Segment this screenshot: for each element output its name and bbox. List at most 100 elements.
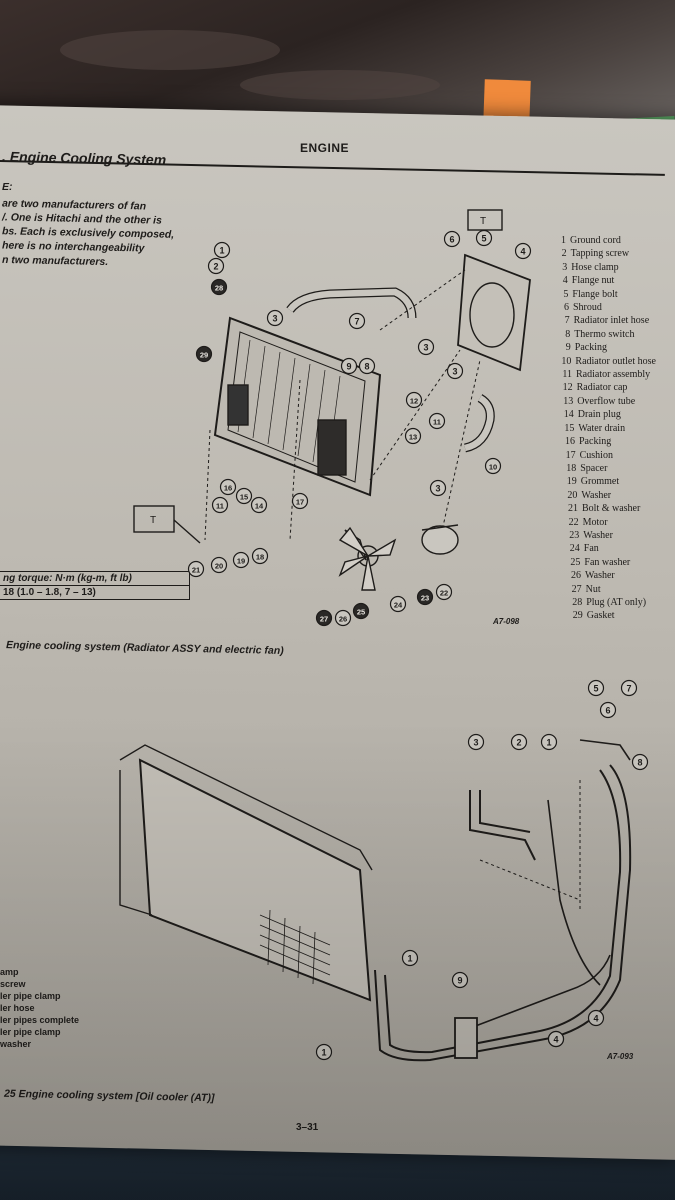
- part-name: Packing: [579, 436, 612, 448]
- callout-3: 3: [266, 309, 284, 327]
- callout-11: 11: [428, 412, 446, 430]
- figure-oil-cooler: [119, 739, 632, 1062]
- callout-24: 24: [389, 595, 407, 613]
- svg-text:16: 16: [224, 483, 232, 492]
- part-name: Tapping screw: [570, 248, 630, 260]
- svg-text:3: 3: [435, 483, 440, 493]
- callout-8: 8: [358, 357, 376, 375]
- svg-text:19: 19: [237, 556, 245, 565]
- part-number: 10: [561, 355, 572, 367]
- figure2-callouts: 5768321194441: [315, 679, 649, 1061]
- callout-10: 10: [484, 457, 502, 475]
- t-label: T: [150, 515, 156, 526]
- part-name: Water drain: [578, 422, 626, 434]
- part-name: Radiator assembly: [576, 369, 651, 381]
- t-label: T: [480, 216, 486, 227]
- part-number: 19: [566, 476, 577, 488]
- callout-23: 23: [416, 588, 434, 606]
- part-number: 22: [568, 516, 579, 528]
- part-number: 16: [565, 436, 575, 448]
- svg-text:3: 3: [473, 737, 478, 747]
- note-label: E:: [2, 181, 13, 193]
- svg-text:11: 11: [216, 501, 224, 510]
- page-number: 3–31: [296, 1122, 319, 1133]
- part-name: Washer: [585, 570, 615, 582]
- svg-text:24: 24: [394, 600, 403, 609]
- part-name: Gasket: [586, 610, 615, 622]
- svg-text:22: 22: [440, 588, 448, 597]
- part-name: Plug (AT only): [586, 596, 647, 608]
- svg-text:20: 20: [215, 561, 223, 570]
- part-name: Radiator outlet hose: [575, 355, 656, 367]
- callout-7: 7: [348, 312, 366, 330]
- callout-6: 6: [443, 230, 461, 248]
- callout-1: 1: [401, 949, 419, 967]
- part-name: Overflow tube: [577, 395, 636, 407]
- callout-8: 8: [631, 753, 649, 771]
- part-number: 15: [564, 422, 575, 434]
- callout-21: 21: [187, 560, 205, 578]
- part-name: Ground cord: [570, 235, 621, 246]
- svg-text:23: 23: [421, 593, 429, 602]
- svg-text:3: 3: [452, 366, 457, 376]
- callout-26: 26: [334, 609, 352, 627]
- part-number: 23: [569, 529, 580, 541]
- legend-fragment: ler pipe clamp: [0, 991, 61, 1001]
- callout-7: 7: [620, 679, 638, 697]
- callout-9: 9: [340, 357, 358, 375]
- svg-text:7: 7: [626, 683, 631, 693]
- part-name: Shroud: [573, 302, 602, 314]
- part-name: Thermo switch: [574, 328, 635, 340]
- callout-1: 1: [315, 1043, 333, 1061]
- svg-text:8: 8: [637, 757, 642, 767]
- callout-4: 4: [547, 1030, 565, 1048]
- part-number: 8: [565, 328, 571, 340]
- svg-text:4: 4: [520, 246, 525, 256]
- svg-text:13: 13: [409, 432, 417, 441]
- svg-text:28: 28: [215, 283, 223, 292]
- part-name: Motor: [582, 516, 608, 528]
- svg-text:10: 10: [489, 462, 497, 471]
- svg-text:25: 25: [357, 607, 365, 616]
- figure2-ref: A7-093: [607, 1052, 634, 1061]
- svg-text:29: 29: [200, 350, 208, 359]
- shroud-outline: [457, 253, 531, 372]
- legend-fragment: ler hose: [0, 1003, 35, 1013]
- part-name: Washer: [581, 489, 612, 501]
- svg-text:17: 17: [296, 497, 304, 506]
- figure1-ref: A7-098: [493, 617, 520, 626]
- part-number: 5: [563, 288, 569, 300]
- part-number: 3: [562, 261, 568, 273]
- fabric-fold: [240, 70, 440, 100]
- callout-4: 4: [514, 242, 532, 260]
- part-number: 21: [568, 503, 578, 515]
- callout-29: 29: [195, 345, 213, 363]
- callout-13: 13: [404, 427, 422, 445]
- torque-box: ng torque: N·m (kg-m, ft lb) 18 (1.0 – 1…: [0, 571, 190, 600]
- svg-text:9: 9: [346, 361, 351, 371]
- part-number: 13: [563, 395, 574, 407]
- svg-text:3: 3: [272, 313, 277, 323]
- part-number: 28: [572, 596, 583, 608]
- callout-15: 15: [235, 487, 253, 505]
- part-name: Flange nut: [571, 275, 615, 287]
- part-name: Packing: [574, 342, 608, 354]
- svg-text:6: 6: [449, 234, 454, 244]
- callout-2: 2: [207, 257, 225, 275]
- part-name: Fan washer: [584, 556, 631, 568]
- part-name: Drain plug: [577, 409, 621, 421]
